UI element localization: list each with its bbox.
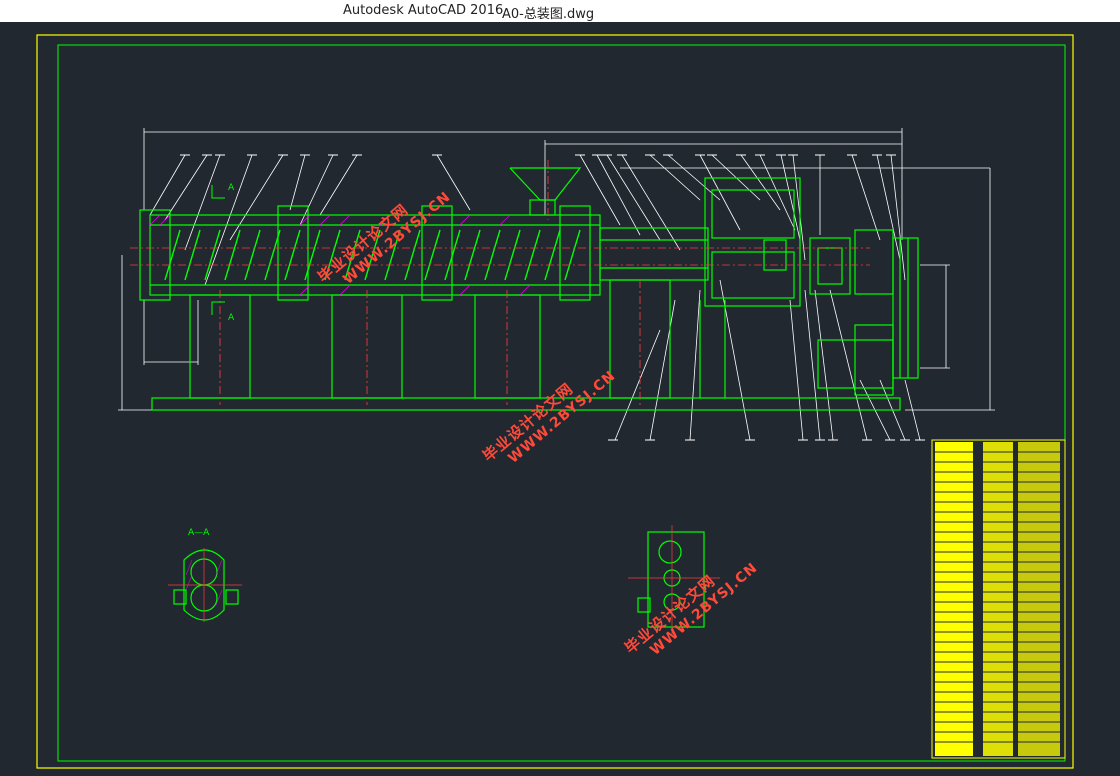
leader-lines-top xyxy=(149,154,906,286)
section-a-top: A xyxy=(228,183,235,193)
section-markers xyxy=(211,185,225,315)
app-title: Autodesk AutoCAD 2016 xyxy=(343,3,504,18)
drawing-canvas[interactable]: A A A—A xyxy=(0,22,1120,776)
section-a-bottom: A xyxy=(228,313,235,323)
section-view-centerlines xyxy=(168,548,242,622)
parts-list-table xyxy=(931,439,1066,759)
section-view-label: A—A xyxy=(188,528,210,538)
dimensions xyxy=(118,128,995,411)
drawing-svg[interactable]: A A A—A xyxy=(0,22,1120,776)
extruder-assembly xyxy=(139,167,919,411)
parts-list-rows xyxy=(935,451,1060,743)
outer-frame xyxy=(36,34,1074,769)
file-title: A0-总装图.dwg xyxy=(502,7,595,22)
hatching xyxy=(149,214,531,296)
gearbox-centerlines xyxy=(628,525,720,635)
title-bar: Autodesk AutoCAD 2016 A0-总装图.dwg xyxy=(0,0,1120,22)
screw-flights xyxy=(164,229,581,281)
centerlines xyxy=(130,160,870,405)
leader-lines-bottom xyxy=(614,279,921,441)
inner-frame xyxy=(57,44,1066,762)
section-view-hatch xyxy=(185,559,223,606)
